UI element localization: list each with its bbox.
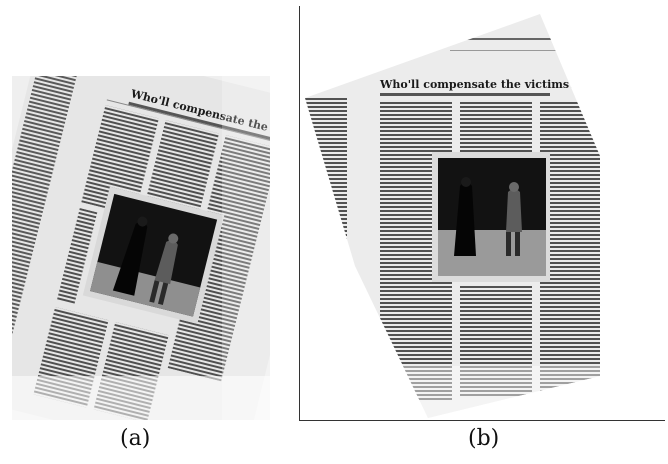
panel-b-headline: Who'll compensate the victims? xyxy=(379,78,576,91)
panel-b-photo-figure xyxy=(506,189,522,232)
panel-b-photo-figure xyxy=(454,182,476,256)
panel-b-image: Who'll compensate the victims? xyxy=(300,6,665,420)
panel-b-caption: (b) xyxy=(468,426,500,451)
panel-a-text-column xyxy=(12,76,80,377)
panel-a-scanned-page: Who'll compensate the victims? xyxy=(12,76,270,420)
panel-b-text-column xyxy=(460,286,532,396)
panel-a-image: Who'll compensate the victims? xyxy=(12,76,270,420)
panel-a-photo-figure xyxy=(154,240,178,285)
panel-b-rectified-page: Who'll compensate the victims? xyxy=(299,6,665,421)
panel-a-text-column xyxy=(81,105,159,216)
panel-a-photo-figure xyxy=(112,221,148,296)
panel-a-caption: (a) xyxy=(120,426,151,451)
